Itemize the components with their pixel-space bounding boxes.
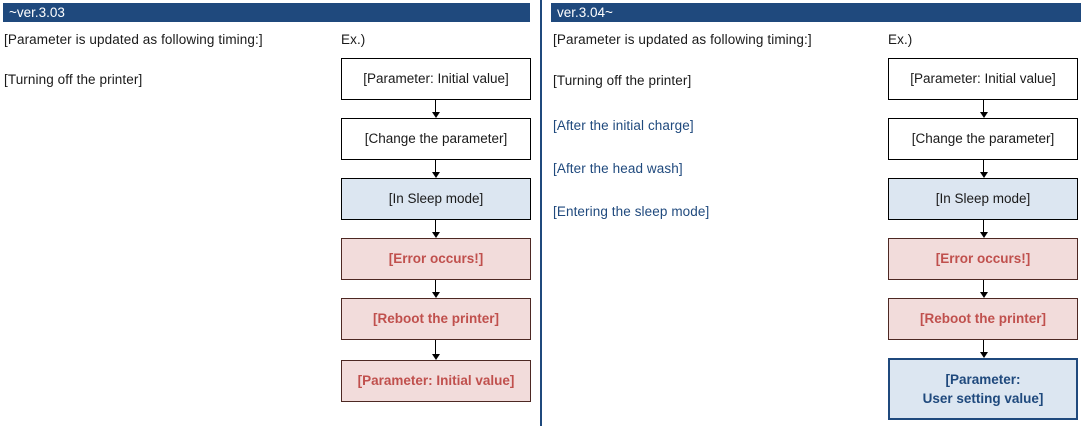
left-version-title: ~ver.3.03: [9, 5, 65, 20]
left-example-label: Ex.): [341, 32, 366, 47]
flow-box-label: [Change the parameter]: [364, 131, 508, 146]
flow-box-label-line2: User setting value]: [922, 391, 1044, 406]
arrow-shaft: [982, 100, 985, 112]
arrow-head-icon: [431, 292, 440, 298]
column-divider: [540, 0, 542, 426]
arrow-shaft: [434, 280, 437, 292]
arrow-head-icon: [431, 112, 440, 118]
arrow-head-icon: [979, 232, 988, 238]
right-timing-item-initial-charge: [After the initial charge]: [553, 118, 694, 133]
flow-arrow: [977, 220, 990, 238]
flow-box-label: [Parameter: Initial value]: [910, 71, 1056, 86]
flow-arrow: [429, 340, 442, 360]
arrow-head-icon: [979, 292, 988, 298]
left-flow-box-reboot-printer: [Reboot the printer]: [341, 298, 531, 340]
arrow-head-icon: [431, 232, 440, 238]
left-flow-box-initial-value: [Parameter: Initial value]: [341, 58, 531, 100]
flow-box-label: [In Sleep mode]: [935, 191, 1031, 206]
arrow-shaft: [982, 220, 985, 232]
right-version-header: ver.3.04~: [551, 3, 1081, 22]
flow-box-label: [Parameter: Initial value]: [363, 71, 509, 86]
right-intro-text: [Parameter is updated as following timin…: [553, 32, 812, 47]
flow-box-label: [Reboot the printer]: [920, 311, 1046, 326]
arrow-shaft: [982, 280, 985, 292]
arrow-head-icon: [979, 112, 988, 118]
left-flow-box-change-parameter: [Change the parameter]: [341, 118, 531, 160]
right-flow-box-user-setting-value: [Parameter: User setting value]: [888, 358, 1078, 420]
arrow-head-icon: [431, 172, 440, 178]
left-intro-text: [Parameter is updated as following timin…: [4, 32, 263, 47]
right-flow-box-reboot-printer: [Reboot the printer]: [888, 298, 1078, 340]
flow-arrow: [977, 100, 990, 118]
right-timing-item-sleep-mode: [Entering the sleep mode]: [553, 204, 710, 219]
flow-arrow: [429, 280, 442, 298]
arrow-shaft: [434, 220, 437, 232]
flow-box-label: [Error occurs!]: [388, 251, 484, 266]
arrow-head-icon: [979, 172, 988, 178]
right-flow-box-change-parameter: [Change the parameter]: [888, 118, 1078, 160]
flow-arrow: [429, 160, 442, 178]
flow-arrow: [977, 340, 990, 358]
right-flow-box-initial-value: [Parameter: Initial value]: [888, 58, 1078, 100]
flow-arrow: [429, 220, 442, 238]
arrow-shaft: [434, 100, 437, 112]
flow-box-label: [In Sleep mode]: [388, 191, 484, 206]
right-timing-item-power-off: [Turning off the printer]: [553, 73, 692, 88]
flow-box-label: [Parameter: Initial value]: [357, 373, 515, 388]
flow-arrow: [429, 100, 442, 118]
right-flow-box-sleep-mode: [In Sleep mode]: [888, 178, 1078, 220]
flow-arrow: [977, 280, 990, 298]
flow-box-label: [Error occurs!]: [935, 251, 1031, 266]
left-flow-box-result-initial-value: [Parameter: Initial value]: [341, 360, 531, 402]
arrow-shaft: [434, 340, 437, 354]
flow-box-label: [Change the parameter]: [911, 131, 1055, 146]
arrow-shaft: [434, 160, 437, 172]
flow-arrow: [977, 160, 990, 178]
flow-box-label-line1: [Parameter:: [945, 372, 1021, 387]
flow-box-label: [Reboot the printer]: [373, 311, 499, 326]
arrow-shaft: [982, 340, 985, 352]
arrow-shaft: [982, 160, 985, 172]
left-version-header: ~ver.3.03: [3, 3, 530, 22]
left-flow-box-sleep-mode: [In Sleep mode]: [341, 178, 531, 220]
left-timing-item-power-off: [Turning off the printer]: [4, 72, 143, 87]
right-example-label: Ex.): [888, 32, 913, 47]
right-timing-item-head-wash: [After the head wash]: [553, 161, 683, 176]
right-version-title: ver.3.04~: [557, 5, 613, 20]
right-flow-box-error-occurs: [Error occurs!]: [888, 238, 1078, 280]
left-flow-box-error-occurs: [Error occurs!]: [341, 238, 531, 280]
arrow-head-icon: [431, 354, 440, 360]
arrow-head-icon: [979, 352, 988, 358]
